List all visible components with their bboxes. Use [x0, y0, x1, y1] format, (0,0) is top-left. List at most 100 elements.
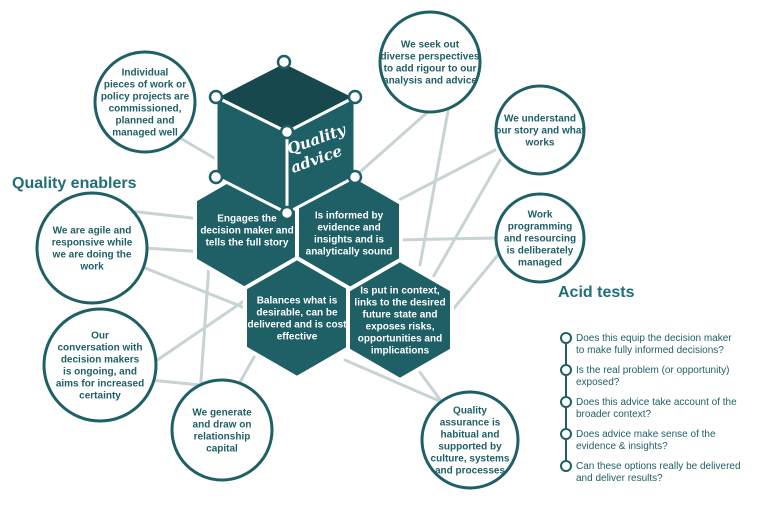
enabler-text: We are agile and	[53, 226, 132, 237]
enabler-text: and processes	[435, 466, 505, 477]
quality-enablers-heading: Quality enablers	[12, 175, 137, 192]
enabler-text: to add rigour to our	[384, 64, 477, 75]
enabler-text: analysis and advice	[383, 76, 477, 87]
cube-vertex	[279, 124, 295, 140]
acid-test-bullet-icon	[560, 460, 572, 472]
enabler-text: work	[79, 262, 104, 273]
hexagon-text: Engages the	[217, 214, 277, 225]
quality-advice-cube: Quality advice	[208, 54, 363, 221]
enabler-circle-outline	[494, 192, 586, 284]
acid-test-text: exposed?	[576, 377, 620, 388]
hexagon-text: effective	[277, 332, 318, 343]
acid-test-text: Can these options really be delivered	[576, 461, 741, 472]
acid-test-bullet-icon	[560, 332, 572, 344]
cube-vertices	[208, 54, 363, 221]
enabler-text: Quality	[453, 406, 487, 417]
enabler-circle-outline	[494, 84, 586, 176]
enabler-text: conversation with	[57, 343, 142, 354]
acid-tests-heading: Acid tests	[558, 284, 635, 301]
hexagon-text: future state and	[362, 310, 437, 321]
enabler-text: Our	[91, 331, 109, 342]
hexagon-text: Balances what is	[257, 296, 338, 307]
hexagon-text: Is informed by	[315, 211, 384, 222]
hexagon-text: exposes risks,	[366, 322, 435, 333]
enabler-text: We understand	[504, 114, 576, 125]
hexagon-text: Is put in context,	[360, 286, 440, 297]
acid-tests-panel: Acid tests Does this equip the decision …	[558, 284, 741, 484]
hexagon-text: desirable, can be	[256, 308, 338, 319]
enabler-text: decision makers	[61, 355, 140, 366]
acid-test-bullet-icon	[560, 396, 572, 408]
connector-line	[393, 236, 497, 242]
enabler-text: commissioned,	[109, 104, 182, 115]
hexagon-text: implications	[371, 346, 430, 357]
cube-vertex	[347, 89, 363, 105]
enabler-text: Individual	[122, 68, 169, 79]
enabler-circle-outline	[170, 378, 274, 482]
hexagon-text: opportunities and	[358, 334, 442, 345]
hexagon-quality-attribute: Is put in context,links to the desiredfu…	[346, 257, 454, 383]
hexagon-text: tells the full story	[206, 238, 289, 249]
enabler-text: assurance is	[440, 418, 501, 429]
enabler-text: policy projects are	[101, 92, 190, 103]
acid-test-text: to make fully informed decisions?	[576, 345, 724, 356]
cube-vertex	[208, 89, 224, 105]
enabler-text: supported by	[438, 442, 502, 453]
enabler-text: We seek out	[401, 40, 460, 51]
enabler-circle-outline	[42, 307, 158, 423]
enabler-text: certainty	[79, 391, 121, 402]
enabler-text: works	[525, 138, 555, 149]
acid-test-item: Is the real problem (or opportunity)expo…	[560, 364, 729, 388]
enabler-text: responsive while	[52, 238, 133, 249]
acid-test-bullet-icon	[560, 364, 572, 376]
acid-test-text: evidence & insights?	[576, 441, 668, 452]
enabler-text: managed well	[112, 128, 178, 139]
enabler-text: managed	[518, 258, 562, 269]
enabler-text: programming	[508, 222, 572, 233]
enabler-circle-outline	[35, 191, 149, 305]
enabler-text: aims for increased	[56, 379, 144, 390]
hexagon-text: decision maker and	[200, 226, 293, 237]
cube-vertex	[279, 205, 295, 221]
enabler-text: our story and what	[495, 126, 585, 137]
enabler-circle-outline	[420, 390, 520, 490]
enabler-text: habitual and	[441, 430, 500, 441]
acid-test-text: Does advice make sense of the	[576, 429, 716, 440]
acid-test-bullet-icon	[560, 428, 572, 440]
cube-vertex	[276, 54, 292, 70]
hexagon-text: insights and is	[314, 235, 384, 246]
acid-test-text: Does this advice take account of the	[576, 397, 737, 408]
enabler-text: is ongoing, and	[63, 367, 137, 378]
enabler-circle-outline	[93, 50, 197, 154]
hexagon-text: analytically sound	[306, 247, 393, 258]
enabler-text: and draw on	[193, 420, 252, 431]
cube-vertex	[347, 169, 363, 185]
enabler-text: pieces of work or	[104, 80, 186, 91]
hexagon-text: links to the desired	[354, 298, 445, 309]
acid-test-text: Does this equip the decision maker	[576, 333, 732, 344]
enabler-text: We generate	[192, 408, 252, 419]
hexagon-text: delivered and is cost	[248, 320, 348, 331]
enabler-text: planned and	[116, 116, 175, 127]
connector-line	[418, 158, 502, 302]
enabler-text: capital	[206, 444, 238, 455]
hexagon-shape	[346, 257, 454, 383]
hexagon-text: evidence and	[317, 223, 380, 234]
enabler-text: diverse perspectives	[381, 52, 480, 63]
acid-test-text: Is the real problem (or opportunity)	[576, 365, 729, 376]
enabler-text: Work	[528, 210, 553, 221]
acid-test-item: Can these options really be deliveredand…	[560, 460, 741, 484]
